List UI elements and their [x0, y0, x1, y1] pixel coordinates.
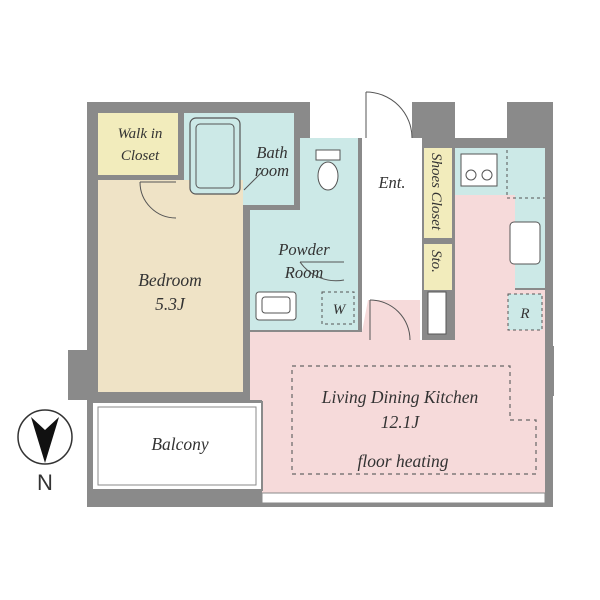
washer-label: W — [333, 302, 347, 318]
powder-room-label-line1: Powder — [277, 240, 330, 259]
bedroom-label-line2: 5.3J — [155, 294, 186, 314]
ldk-door — [369, 299, 411, 341]
walk-in-closet-label-line2: Closet — [121, 148, 160, 164]
ldk-label-line1: Living Dining Kitchen — [321, 387, 479, 407]
wall-pillar-left — [68, 350, 98, 400]
stove — [460, 153, 498, 187]
bedroom-floor — [98, 180, 243, 392]
ldk-label-line2: 12.1J — [381, 412, 421, 432]
walk-in-closet-floor — [98, 113, 178, 175]
shoes-closet-floor — [424, 148, 452, 238]
compass: N — [17, 409, 73, 495]
bathtub-inner — [195, 123, 235, 189]
refrigerator-space — [507, 293, 543, 331]
entrance-door-gap — [362, 90, 412, 140]
storage-label: Sto. — [428, 250, 444, 273]
entrance-door — [365, 91, 413, 139]
ldk-glass-partition — [427, 291, 447, 335]
bedroom-door — [139, 181, 177, 219]
entrance-label: Ent. — [377, 173, 405, 192]
kitchen-counter-outline — [506, 150, 545, 199]
stove-burner-2 — [481, 169, 493, 181]
wash-basin-bowl — [261, 296, 291, 314]
washer-space — [321, 291, 355, 325]
bottom-window-strip — [261, 492, 546, 504]
ldk-floor — [250, 195, 545, 495]
compass-north-label: N — [37, 470, 53, 495]
refrigerator-label: R — [519, 306, 529, 322]
kitchen-sink — [509, 221, 541, 265]
powder-door — [299, 261, 345, 282]
storage-floor — [424, 244, 452, 290]
compass-arrow-icon — [31, 417, 59, 463]
floor-heating-label: floor heating — [358, 451, 449, 471]
shoes-closet-label: Shoes Closet — [428, 153, 444, 231]
balcony-rail — [97, 406, 257, 486]
bedroom-label-line1: Bedroom — [138, 270, 202, 290]
balcony-floor — [91, 401, 263, 491]
balcony-label: Balcony — [151, 434, 209, 454]
powder-room-label-line2: Room — [284, 263, 324, 282]
toilet-tank — [315, 149, 341, 161]
toilet-bowl — [317, 161, 339, 191]
stove-burner-1 — [465, 169, 477, 181]
compass-circle — [17, 409, 73, 465]
bath-room-label-line1: Bath — [256, 143, 287, 162]
top-recess-right — [455, 90, 507, 138]
floor-heating-area — [291, 365, 537, 475]
walk-in-closet-label-line1: Walk in — [118, 126, 163, 142]
bathtub — [189, 117, 241, 195]
top-recess-left — [310, 90, 362, 138]
bath-room-label-line2: room — [255, 161, 289, 180]
bath-door — [243, 171, 263, 191]
